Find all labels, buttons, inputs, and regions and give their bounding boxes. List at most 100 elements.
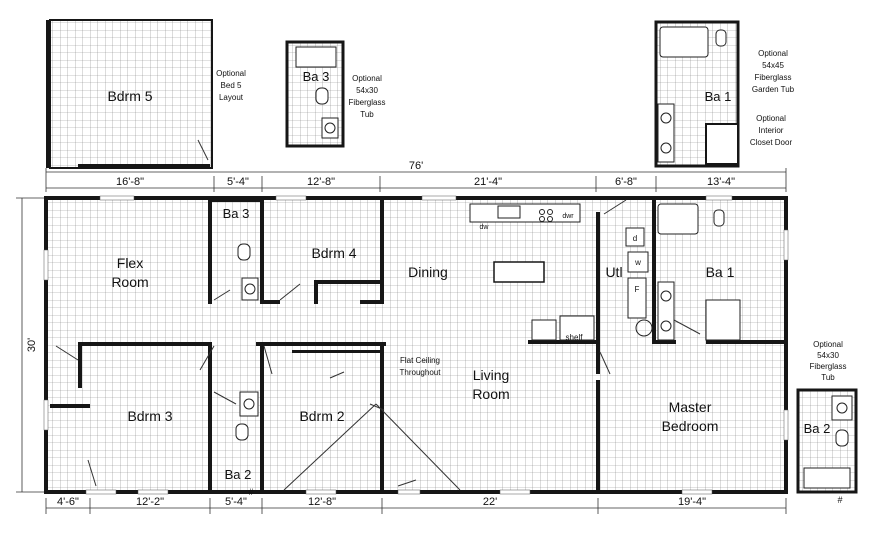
bottom-dim-3: 5'-4": [225, 496, 247, 508]
bottom-dim-2: 12'-2": [136, 496, 164, 508]
range-burner-4: [547, 216, 553, 222]
bath1-inset-sink-2: [660, 142, 672, 154]
bedroom5-floor: [49, 19, 213, 169]
bath2-inset-toilet: [835, 429, 849, 447]
bath3-toilet: [237, 243, 251, 261]
bath1-tub-note-2: 54x45: [762, 61, 784, 70]
bath2-inset-sink: [831, 395, 853, 421]
bath3-sink-bowl: [244, 283, 256, 295]
top-dim-3: 12'-8": [307, 176, 335, 188]
bedroom5-bottom-wall: [78, 164, 210, 169]
bath3-sink: [241, 277, 259, 301]
bedroom5-note-2: Bed 5: [221, 81, 242, 90]
master-bedroom-label-2: Bedroom: [662, 418, 719, 434]
bedroom2-label: Bdrm 2: [299, 408, 344, 424]
bedroom5-label: Bdrm 5: [107, 88, 152, 104]
bath3-note-4: Tub: [360, 110, 374, 119]
top-dim-1: 16'-8": [116, 176, 144, 188]
bath3-inset-label: Ba 3: [303, 69, 330, 84]
bath2-inset-label: Ba 2: [804, 421, 831, 436]
utility-label: Utl: [605, 264, 622, 280]
flat-ceiling-note-1: Flat Ceiling: [400, 356, 440, 365]
bath3-note-1: Optional: [352, 74, 382, 83]
bath1-label: Ba 1: [706, 264, 735, 280]
bath1-inset-vanity: [657, 103, 675, 163]
inset-bath2: Ba 2 # Optional 54x30 Fiberglass Tub: [796, 340, 858, 505]
top-dim-2: 5'-4": [227, 176, 249, 188]
furnace-box: [627, 277, 647, 319]
furnace-symbol: F: [635, 285, 640, 294]
bath1-inset-label: Ba 1: [705, 89, 732, 104]
bath3-note-3: Fiberglass: [349, 98, 386, 107]
bath2-note-1: Optional: [813, 340, 843, 349]
bottom-dim-ticks: [45, 498, 787, 514]
pantry-shelf: [559, 315, 595, 341]
bath1-vanity: [657, 281, 675, 341]
dishwasher-label: dw: [480, 224, 490, 231]
living-room-label-2: Room: [472, 386, 509, 402]
washer-symbol: w: [634, 258, 641, 267]
interior-walls: [50, 198, 786, 490]
shelf-label: shelf: [566, 333, 584, 342]
overall-width-label: 76': [409, 160, 423, 172]
bath1-inset-closet: [705, 123, 739, 165]
bath2-note-3: Fiberglass: [810, 362, 847, 371]
washer-box: [627, 251, 649, 273]
bath3-inset-sink: [321, 117, 339, 139]
bottom-dim-5: 22': [483, 496, 497, 508]
bath1-tub-note-1: Optional: [758, 49, 788, 58]
bottom-dim-4: 12'-8": [308, 496, 336, 508]
bath1-shower: [705, 299, 741, 341]
kitchen-sink: [497, 205, 521, 219]
bath3-note-2: 54x30: [356, 86, 378, 95]
bath1-inset-toilet: [715, 29, 727, 47]
flex-room-label-2: Room: [111, 274, 148, 290]
bedroom3-label: Bdrm 3: [127, 408, 172, 424]
bedroom4-label: Bdrm 4: [311, 245, 356, 261]
overall-depth-label: 30': [26, 338, 38, 352]
flex-room-label-1: Flex: [117, 255, 143, 271]
bath2-note-2: 54x30: [817, 351, 839, 360]
water-heater: [635, 319, 653, 337]
water-heater-symbol: #: [248, 487, 253, 497]
bath1-sink-2: [660, 320, 672, 332]
top-dim-ticks: [45, 168, 787, 192]
main-plan: Flex Room Ba 3 Bdrm 4 Dining Utl Ba 1 Bd…: [43, 195, 789, 497]
bottom-dim-1: 4'-6": [57, 496, 79, 508]
bottom-dim-6: 19'-4": [678, 496, 706, 508]
inset-bath3: Ba 3 Optional 54x30 Fiberglass Tub: [285, 40, 386, 148]
top-dim-6: 13'-4": [707, 176, 735, 188]
living-room-label-1: Living: [473, 367, 510, 383]
window-openings: [43, 195, 789, 495]
bath3-inset-tub: [295, 46, 337, 68]
dryer-symbol: d: [633, 234, 637, 243]
bath1-door-note-3: Closet Door: [750, 138, 793, 147]
bedroom5-note-1: Optional: [216, 69, 246, 78]
inset-bedroom5: Bdrm 5 Optional Bed 5 Layout: [46, 19, 246, 169]
bedroom5-left-wall: [46, 20, 51, 168]
bath1-door-note-2: Interior: [759, 126, 784, 135]
range-burner-3: [539, 216, 545, 222]
bath2-toilet: [235, 423, 249, 441]
bath3-inset-sink-bowl: [324, 122, 336, 134]
bath2-inset-symbol: #: [837, 495, 842, 505]
inset-bath1: Ba 1 Optional 54x45 Fiberglass Garden Tu…: [654, 20, 795, 168]
dining-label: Dining: [408, 264, 448, 280]
master-bedroom-label-1: Master: [669, 399, 712, 415]
bath2-sink: [239, 391, 259, 417]
bath1-inset-sink-1: [660, 112, 672, 124]
top-dimensions: 76' 16'-8" 5'-4" 12'-8" 21'-4" 6'-8" 13'…: [45, 160, 787, 192]
bath2-inset-sink-bowl: [836, 402, 848, 414]
bath1-tub: [657, 203, 699, 235]
bath2-sink-bowl: [243, 398, 255, 410]
bath1-door-note-1: Optional: [756, 114, 786, 123]
top-dim-4: 21'-4": [474, 176, 502, 188]
bottom-dimensions: 4'-6" 12'-2" 5'-4" 12'-8" 22' 19'-4": [45, 496, 787, 514]
left-dimension: 30': [16, 197, 44, 493]
bath1-tub-note-4: Garden Tub: [752, 85, 795, 94]
bath1-toilet: [713, 209, 725, 227]
bath1-inset-garden-tub: [659, 26, 709, 58]
dryer-label: dwr: [562, 213, 574, 220]
door-swings: [55, 199, 701, 491]
